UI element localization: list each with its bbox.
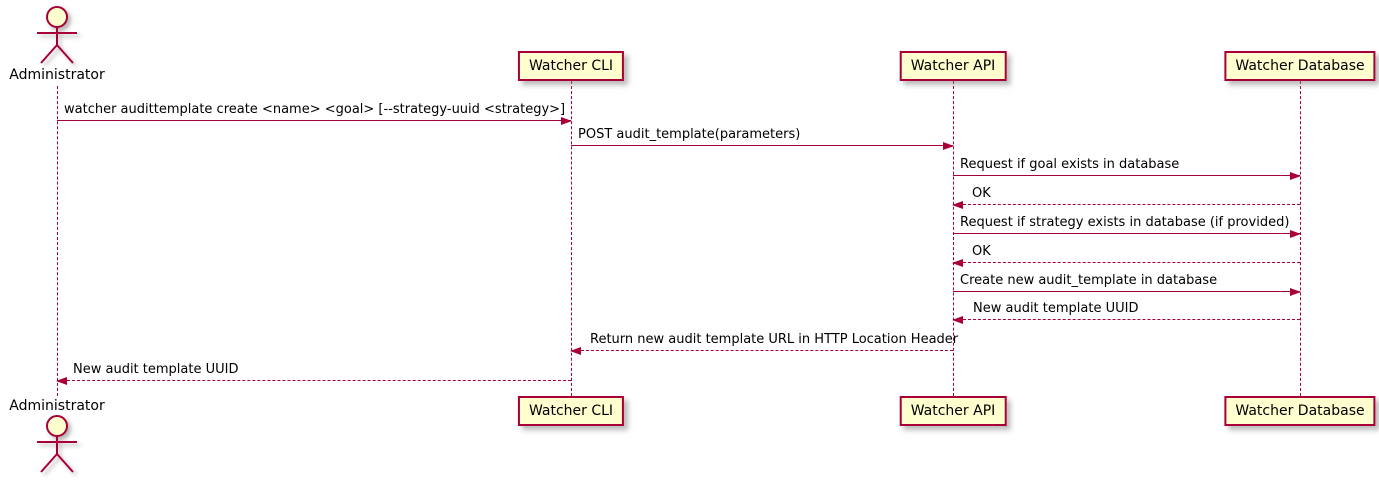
message-label-5: Request if strategy exists in database (…: [960, 215, 1290, 230]
message-arrow-8: [952, 316, 1300, 324]
message-label-4: OK: [972, 186, 991, 201]
arrowhead-icon: [952, 316, 963, 324]
message-arrow-2: [571, 142, 954, 150]
message-label-1: watcher audittemplate create <name> <goa…: [64, 102, 566, 117]
message-arrow-7: [953, 288, 1301, 296]
message-arrow-3: [953, 172, 1301, 180]
participant-label-administrator-top: Administrator: [9, 67, 105, 83]
lifeline-watcher-api: [953, 81, 954, 396]
arrowhead-icon: [570, 347, 581, 355]
message-label-3: Request if goal exists in database: [960, 157, 1180, 172]
message-arrow-4: [952, 201, 1300, 209]
message-label-6: OK: [972, 244, 991, 259]
participant-box-watcher-cli-top: Watcher CLI: [517, 51, 625, 81]
message-label-7: Create new audit_template in database: [960, 273, 1218, 288]
participant-box-watcher-api-top: Watcher API: [899, 51, 1007, 81]
message-label-2: POST audit_template(parameters): [578, 127, 801, 142]
actor-icon: [29, 414, 85, 480]
actor-icon: [29, 5, 85, 71]
message-arrow-9: [570, 347, 953, 355]
arrowhead-icon: [943, 142, 954, 150]
participant-box-watcher-cli-bottom: Watcher CLI: [517, 396, 625, 426]
participant-box-watcher-api-bottom: Watcher API: [899, 396, 1007, 426]
arrowhead-icon: [1290, 230, 1301, 238]
message-arrow-1: [57, 117, 572, 125]
arrowhead-icon: [952, 259, 963, 267]
arrowhead-icon: [56, 377, 67, 385]
lifeline-administrator: [57, 86, 58, 396]
participant-box-watcher-database-top: Watcher Database: [1224, 51, 1376, 81]
arrowhead-icon: [952, 201, 963, 209]
participant-label-administrator-bottom: Administrator: [9, 398, 105, 414]
message-label-8: New audit template UUID: [973, 301, 1139, 316]
message-arrow-5: [953, 230, 1301, 238]
arrowhead-icon: [1290, 288, 1301, 296]
message-arrow-10: [56, 377, 571, 385]
arrowhead-icon: [561, 117, 572, 125]
arrowhead-icon: [1290, 172, 1301, 180]
message-label-10: New audit template UUID: [73, 362, 239, 377]
lifeline-watcher-cli: [571, 81, 572, 396]
message-arrow-6: [952, 259, 1300, 267]
message-label-9: Return new audit template URL in HTTP Lo…: [590, 332, 959, 347]
lifeline-watcher-database: [1300, 81, 1301, 396]
participant-box-watcher-database-bottom: Watcher Database: [1224, 396, 1376, 426]
